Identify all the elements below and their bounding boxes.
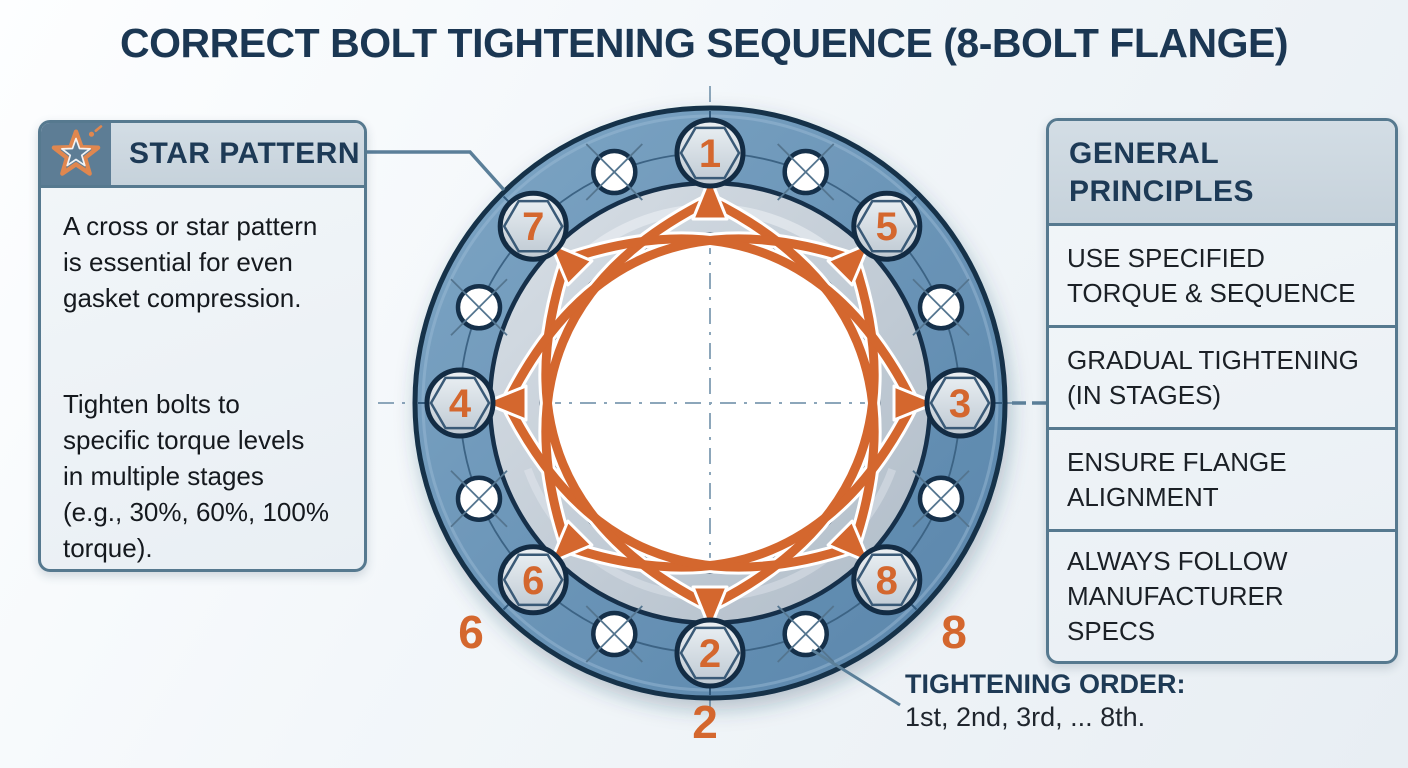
arrow-heads xyxy=(482,175,938,631)
star-pattern-panel: STAR PATTERN A cross or star pattern is … xyxy=(38,120,367,572)
text-line: torque). xyxy=(63,533,153,563)
star-pattern-arrows xyxy=(482,175,938,631)
callout-connectors xyxy=(367,150,1047,707)
bolt-3: 3 xyxy=(924,367,996,439)
bolt-number: 5 xyxy=(876,205,898,249)
centerline-crosshair xyxy=(545,238,875,570)
bolt-hole-icon xyxy=(451,279,507,335)
principle-item-gradual: GRADUAL TIGHTENING (IN STAGES) xyxy=(1049,328,1395,430)
bolt-number: 3 xyxy=(949,382,971,426)
star-icon xyxy=(41,123,111,185)
bolt-8: 8 xyxy=(851,544,923,616)
bolt-7: 7 xyxy=(497,190,569,262)
general-principles-panel: GENERAL PRINCIPLES USE SPECIFIED TORQUE … xyxy=(1046,118,1398,664)
arrow-strokes xyxy=(502,195,918,611)
tightening-order-callout: TIGHTENING ORDER: 1st, 2nd, 3rd, ... 8th… xyxy=(905,668,1186,734)
star-pattern-paragraph-2: Tighten bolts to specific torque levels … xyxy=(63,386,364,566)
principle-item-alignment: ENSURE FLANGE ALIGNMENT xyxy=(1049,430,1395,532)
text-line: ALWAYS FOLLOW xyxy=(1067,546,1288,576)
bolt-hole-icon xyxy=(586,144,642,200)
star-pattern-connector xyxy=(367,150,506,192)
text-line: Tighten bolts to xyxy=(63,389,240,419)
principle-item-torque: USE SPECIFIED TORQUE & SEQUENCE xyxy=(1049,226,1395,328)
tightening-order-value: 1st, 2nd, 3rd, ... 8th. xyxy=(905,702,1146,732)
tightening-order-connector xyxy=(811,648,901,707)
general-principles-title: GENERAL PRINCIPLES xyxy=(1049,121,1395,226)
bolt-number: 8 xyxy=(876,559,898,603)
bolt-hole-icon xyxy=(913,279,969,335)
text-line: specific torque levels xyxy=(63,425,305,455)
sequence-label-2: 2 xyxy=(692,696,718,748)
bolt-hole-icon xyxy=(586,606,642,662)
page-title: CORRECT BOLT TIGHTENING SEQUENCE (8-BOLT… xyxy=(119,20,1289,66)
bolt-hole-icon xyxy=(778,606,834,662)
star-pattern-header-row: STAR PATTERN xyxy=(41,123,364,188)
bolt-hole-icon xyxy=(451,471,507,527)
bolt-6: 6 xyxy=(497,544,569,616)
bolt-number: 1 xyxy=(699,132,721,176)
text-line: ENSURE FLANGE xyxy=(1067,446,1287,477)
text-line: MANUFACTURER SPECS xyxy=(1067,581,1284,646)
star-pattern-paragraph-1: A cross or star pattern is essential for… xyxy=(63,208,364,316)
bolt-number: 2 xyxy=(699,632,721,676)
bolt-number: 4 xyxy=(449,382,472,426)
text-line: TORQUE & SEQUENCE xyxy=(1067,277,1356,308)
bolt-4: 4 xyxy=(424,367,496,439)
text-line: (e.g., 30%, 60%, 100% xyxy=(63,497,329,527)
text-line: (IN STAGES) xyxy=(1067,379,1222,410)
bolt-hole-icon xyxy=(913,471,969,527)
text-line: USE SPECIFIED xyxy=(1067,242,1265,273)
star-pattern-body: A cross or star pattern is essential for… xyxy=(41,188,364,566)
text-line: GRADUAL TIGHTENING xyxy=(1067,344,1359,375)
bolt-2: 2 xyxy=(674,617,746,689)
bolt-number: 6 xyxy=(522,559,544,603)
bolt-number: 7 xyxy=(522,205,544,249)
sequence-label-8: 8 xyxy=(941,606,967,658)
bolt-1: 1 xyxy=(674,117,746,189)
text-line: in multiple stages xyxy=(63,461,264,491)
text-line: is essential for even xyxy=(63,247,293,277)
sequence-label-6: 6 xyxy=(458,606,484,658)
text-line: ALIGNMENT xyxy=(1067,481,1219,512)
bolt-5: 5 xyxy=(851,190,923,262)
text-line: A cross or star pattern xyxy=(63,211,318,241)
text-line: PRINCIPLES xyxy=(1069,175,1255,208)
text-line: gasket compression. xyxy=(63,283,302,313)
star-pattern-title: STAR PATTERN xyxy=(111,123,364,185)
bolt-hole-icon xyxy=(778,144,834,200)
principle-item-manufacturer: ALWAYS FOLLOW MANUFACTURER SPECS xyxy=(1049,532,1395,661)
text-line: GENERAL xyxy=(1069,137,1220,170)
tightening-order-label: TIGHTENING ORDER: xyxy=(905,669,1186,699)
